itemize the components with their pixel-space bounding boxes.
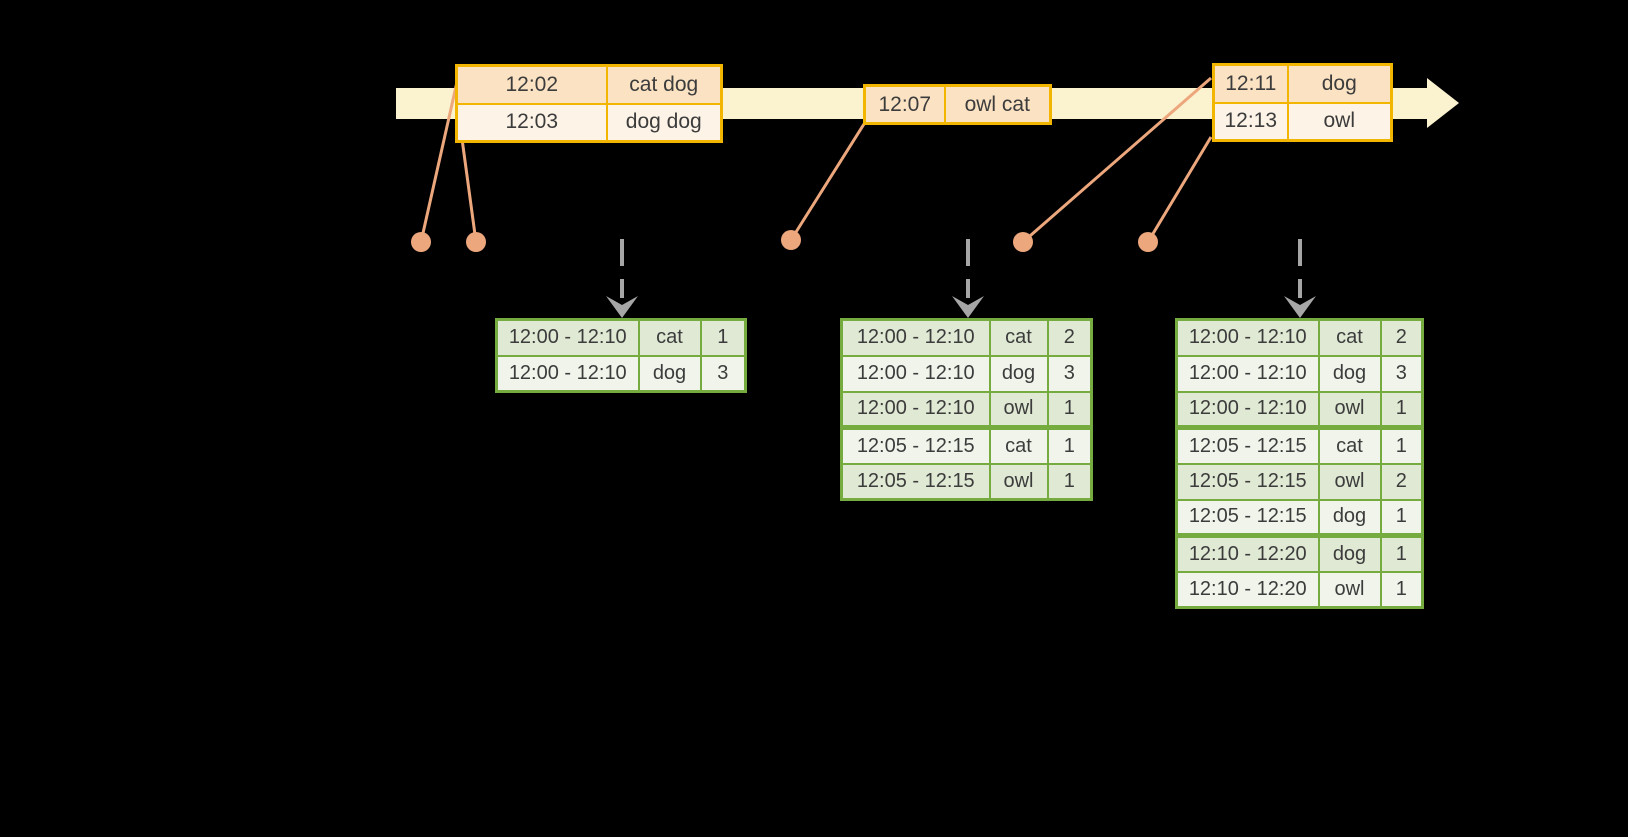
word-cell: owl bbox=[988, 390, 1049, 430]
window-cell: 12:00 - 12:10 bbox=[1175, 390, 1320, 430]
event-row: 12:07 owl cat bbox=[863, 84, 1052, 125]
count-cell: 2 bbox=[1379, 318, 1424, 357]
result-row: 12:00 - 12:10 owl 1 bbox=[840, 390, 1093, 430]
word-cell: owl bbox=[1317, 462, 1382, 501]
result-row: 12:00 - 12:10 cat 2 bbox=[1175, 318, 1424, 357]
record-dot bbox=[781, 230, 801, 250]
word-cell: cat bbox=[637, 318, 702, 357]
count-cell: 3 bbox=[1379, 354, 1424, 393]
record-connector-line bbox=[789, 123, 866, 241]
window-cell: 12:00 - 12:10 bbox=[1175, 318, 1320, 357]
count-cell: 1 bbox=[1046, 426, 1093, 465]
window-cell: 12:10 - 12:20 bbox=[1175, 570, 1320, 609]
word-cell: dog bbox=[637, 354, 702, 393]
word-cell: owl bbox=[1317, 390, 1382, 430]
result-row: 12:00 - 12:10 dog 3 bbox=[1175, 354, 1424, 393]
result-row: 12:00 - 12:10 dog 3 bbox=[495, 354, 747, 393]
window-cell: 12:05 - 12:15 bbox=[1175, 498, 1320, 538]
word-cell: dog bbox=[1317, 534, 1382, 573]
count-cell: 2 bbox=[1379, 462, 1424, 501]
window-cell: 12:00 - 12:10 bbox=[495, 318, 640, 357]
event-row: 12:11 dog bbox=[1212, 63, 1393, 104]
word-cell: cat bbox=[988, 426, 1049, 465]
event-time-cell: 12:07 bbox=[863, 84, 946, 125]
word-cell: dog bbox=[1317, 354, 1382, 393]
record-dot bbox=[1138, 232, 1158, 252]
window-cell: 12:05 - 12:15 bbox=[1175, 426, 1320, 465]
event-words-cell: owl bbox=[1286, 101, 1393, 142]
count-cell: 1 bbox=[1379, 390, 1424, 430]
window-cell: 12:05 - 12:15 bbox=[1175, 462, 1320, 501]
record-connector-line bbox=[1146, 136, 1213, 243]
event-row: 12:03 dog dog bbox=[455, 102, 723, 143]
window-cell: 12:10 - 12:20 bbox=[1175, 534, 1320, 573]
word-cell: dog bbox=[1317, 498, 1382, 538]
word-cell: dog bbox=[988, 354, 1049, 393]
result-row: 12:00 - 12:10 cat 1 bbox=[495, 318, 747, 357]
window-cell: 12:05 - 12:15 bbox=[840, 426, 991, 465]
event-row: 12:02 cat dog bbox=[455, 64, 723, 105]
event-box-2: 12:07 owl cat bbox=[863, 84, 1052, 125]
event-words-cell: cat dog bbox=[605, 64, 723, 105]
result-row: 12:00 - 12:10 cat 2 bbox=[840, 318, 1093, 357]
count-cell: 3 bbox=[699, 354, 747, 393]
count-cell: 3 bbox=[1046, 354, 1093, 393]
result-row: 12:05 - 12:15 cat 1 bbox=[840, 426, 1093, 465]
event-box-1: 12:02 cat dog 12:03 dog dog bbox=[455, 64, 723, 143]
word-cell: cat bbox=[988, 318, 1049, 357]
count-cell: 1 bbox=[1379, 534, 1424, 573]
result-row: 12:10 - 12:20 owl 1 bbox=[1175, 570, 1424, 609]
count-cell: 1 bbox=[1046, 390, 1093, 430]
event-row: 12:13 owl bbox=[1212, 101, 1393, 142]
event-time-cell: 12:13 bbox=[1212, 101, 1289, 142]
record-dot bbox=[1013, 232, 1033, 252]
count-cell: 1 bbox=[1379, 570, 1424, 609]
word-cell: owl bbox=[1317, 570, 1382, 609]
record-dot bbox=[411, 232, 431, 252]
record-dot bbox=[466, 232, 486, 252]
result-table-2: 12:00 - 12:10 cat 2 12:00 - 12:10 dog 3 … bbox=[840, 318, 1093, 501]
count-cell: 1 bbox=[1379, 498, 1424, 538]
event-words-cell: owl cat bbox=[943, 84, 1052, 125]
trigger-arrowhead-icon bbox=[606, 296, 638, 318]
window-cell: 12:00 - 12:10 bbox=[840, 318, 991, 357]
window-cell: 12:00 - 12:10 bbox=[840, 354, 991, 393]
result-row: 12:05 - 12:15 owl 1 bbox=[840, 462, 1093, 501]
window-cell: 12:00 - 12:10 bbox=[1175, 354, 1320, 393]
result-row: 12:05 - 12:15 cat 1 bbox=[1175, 426, 1424, 465]
result-row: 12:05 - 12:15 dog 1 bbox=[1175, 498, 1424, 538]
event-box-3: 12:11 dog 12:13 owl bbox=[1212, 63, 1393, 142]
result-row: 12:00 - 12:10 dog 3 bbox=[840, 354, 1093, 393]
result-row: 12:00 - 12:10 owl 1 bbox=[1175, 390, 1424, 430]
count-cell: 2 bbox=[1046, 318, 1093, 357]
count-cell: 1 bbox=[1046, 462, 1093, 501]
window-cell: 12:05 - 12:15 bbox=[840, 462, 991, 501]
word-cell: cat bbox=[1317, 318, 1382, 357]
event-time-cell: 12:02 bbox=[455, 64, 608, 105]
result-table-3: 12:00 - 12:10 cat 2 12:00 - 12:10 dog 3 … bbox=[1175, 318, 1424, 609]
count-cell: 1 bbox=[1379, 426, 1424, 465]
trigger-arrowhead-icon bbox=[1284, 296, 1316, 318]
event-words-cell: dog dog bbox=[605, 102, 723, 143]
event-words-cell: dog bbox=[1286, 63, 1393, 104]
count-cell: 1 bbox=[699, 318, 747, 357]
result-row: 12:05 - 12:15 owl 2 bbox=[1175, 462, 1424, 501]
word-cell: owl bbox=[988, 462, 1049, 501]
trigger-arrowhead-icon bbox=[952, 296, 984, 318]
window-cell: 12:00 - 12:10 bbox=[840, 390, 991, 430]
event-time-cell: 12:11 bbox=[1212, 63, 1289, 104]
result-row: 12:10 - 12:20 dog 1 bbox=[1175, 534, 1424, 573]
result-table-1: 12:00 - 12:10 cat 1 12:00 - 12:10 dog 3 bbox=[495, 318, 747, 393]
word-cell: cat bbox=[1317, 426, 1382, 465]
timeline-arrowhead-icon bbox=[1427, 78, 1459, 128]
event-time-cell: 12:03 bbox=[455, 102, 608, 143]
window-cell: 12:00 - 12:10 bbox=[495, 354, 640, 393]
